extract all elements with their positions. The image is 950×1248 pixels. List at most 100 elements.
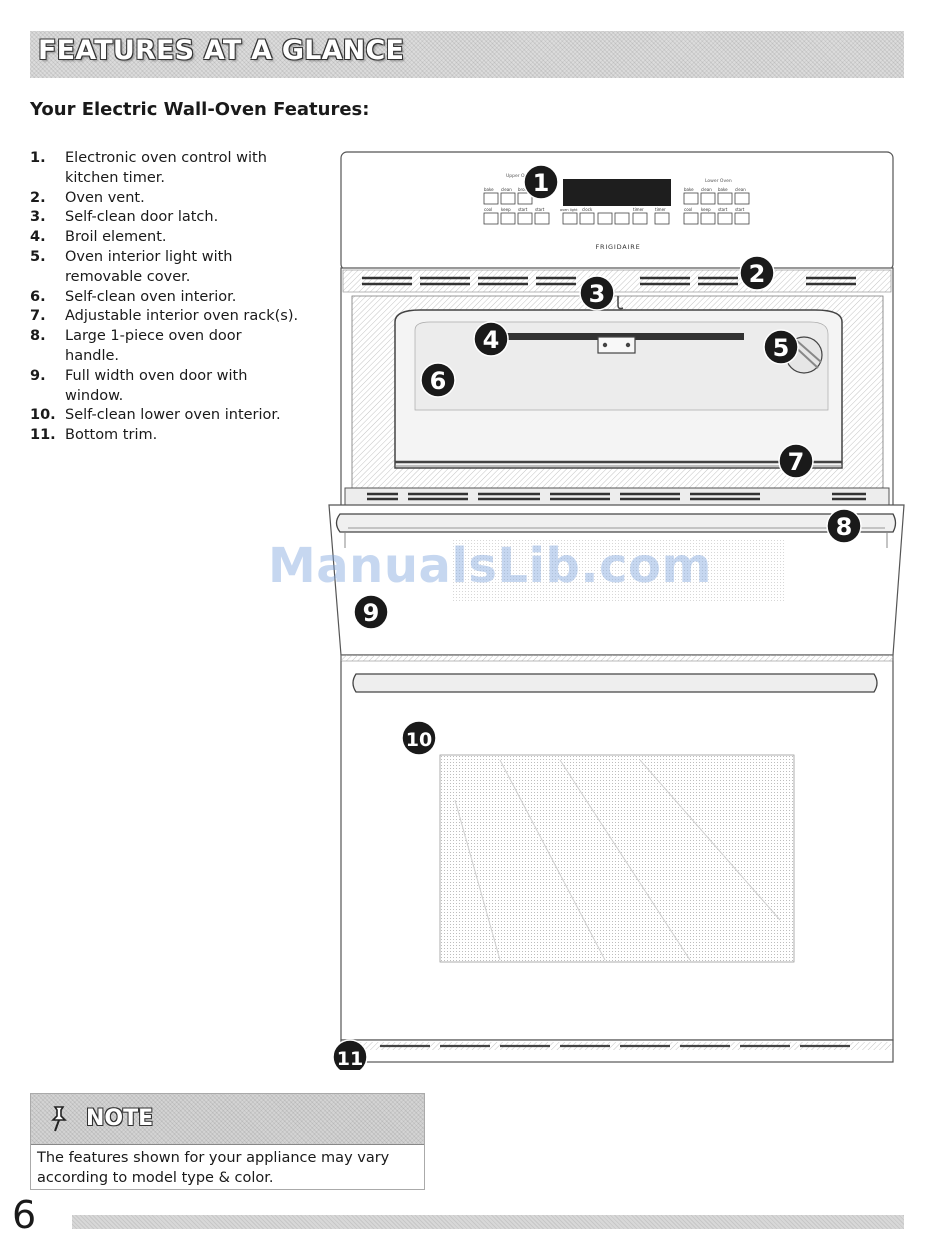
lower-oven-window xyxy=(439,754,795,963)
key-label-cool-lower: cool xyxy=(684,207,692,212)
feature-item-6: 6. Self-clean oven interior. xyxy=(30,288,300,308)
left-keypad: bake clean broil cool keep start start xyxy=(483,187,550,225)
lower-oven-label: Lower Oven xyxy=(705,178,732,184)
key-start-lower xyxy=(717,212,733,225)
callout-label: 10 xyxy=(406,729,432,751)
key-label-bake: bake xyxy=(484,187,494,192)
feature-item-11: 11. Bottom trim. xyxy=(30,426,300,446)
callout-label: 8 xyxy=(836,513,853,541)
oven-vent xyxy=(342,269,892,293)
oven-diagram: Upper Oven Lower Oven bake clean broil c… xyxy=(328,151,905,1070)
key-label-cool: cool xyxy=(484,207,492,212)
feature-number: 8. xyxy=(30,328,46,345)
key-keep xyxy=(500,212,516,225)
feature-item-1: 1.Electronic oven control with kitchen t… xyxy=(30,149,300,189)
feature-number: 11. xyxy=(30,427,56,444)
footer-bar xyxy=(72,1215,904,1229)
key-down xyxy=(614,212,630,225)
callout-8: 8 xyxy=(826,508,862,544)
callout-5: 5 xyxy=(763,329,799,365)
feature-text: Full width oven door with window. xyxy=(65,367,248,404)
right-keypad: bake clean bake clean cool keep start st… xyxy=(683,187,750,225)
key-label-clean-lower: clean xyxy=(701,187,712,192)
oven-door-handle xyxy=(335,513,897,548)
key-cool xyxy=(483,212,499,225)
feature-item-3: 3. Self-clean door latch. xyxy=(30,208,300,228)
feature-number: 9. xyxy=(30,367,46,384)
key-label-keep-lower: keep xyxy=(701,207,711,212)
feature-number: 3. xyxy=(30,209,46,226)
key-label-clock: clock xyxy=(582,207,593,212)
door-latch-bracket xyxy=(597,296,636,354)
callout-label: 1 xyxy=(533,169,550,197)
upper-oven-label: Upper Oven xyxy=(506,173,533,179)
key-clean-lower-2 xyxy=(734,192,750,205)
feature-text: Bottom trim. xyxy=(65,427,158,444)
key-broil xyxy=(517,192,533,205)
callout-4: 4 xyxy=(473,321,509,357)
feature-item-10: 10. Self-clean lower oven interior. xyxy=(30,406,300,426)
feature-text: Electronic oven control with kitchen tim… xyxy=(65,150,267,186)
callout-2: 2 xyxy=(739,255,775,291)
key-label-start-lower-2: start xyxy=(735,207,745,212)
key-label-start: start xyxy=(518,207,528,212)
feature-number: 10. xyxy=(30,407,56,424)
callout-7: 7 xyxy=(778,443,814,479)
section-heading: Your Electric Wall-Oven Features: xyxy=(30,99,370,120)
feature-text: Large 1-piece oven door handle. xyxy=(65,328,242,364)
feature-text: Broil element. xyxy=(65,229,167,246)
key-oven-light xyxy=(562,212,578,225)
callout-label: 5 xyxy=(773,334,790,362)
feature-text: Self-clean oven interior. xyxy=(65,288,237,305)
lower-oven-handle xyxy=(352,673,878,693)
key-label-timer-2: timer xyxy=(655,207,666,212)
feature-item-7: 7.Adjustable interior oven rack(s). xyxy=(30,307,300,327)
key-label-keep: keep xyxy=(501,207,511,212)
key-label-oven-light: oven light xyxy=(560,208,578,212)
upper-door-top xyxy=(344,487,890,506)
callout-label: 2 xyxy=(749,260,766,288)
note-text: The features shown for your appliance ma… xyxy=(37,1150,390,1186)
feature-text: Oven vent. xyxy=(65,189,145,206)
callout-label: 4 xyxy=(483,326,500,354)
key-label-clean-lower-2: clean xyxy=(735,187,746,192)
key-label-start-2: start xyxy=(535,207,545,212)
feature-text: Self-clean lower oven interior. xyxy=(65,407,281,424)
feature-list: 1.Electronic oven control with kitchen t… xyxy=(30,149,300,446)
feature-text: Self-clean door latch. xyxy=(65,209,219,226)
feature-number: 6. xyxy=(30,288,46,305)
key-start-lower-2 xyxy=(734,212,750,225)
key-label-clean: clean xyxy=(501,187,512,192)
center-keypad: oven light clock timer timer xyxy=(560,207,670,225)
key-label-broil: broil xyxy=(518,187,527,192)
control-panel: Upper Oven Lower Oven bake clean broil c… xyxy=(340,151,894,271)
upper-door-window-shadow xyxy=(452,540,786,602)
callout-label: 3 xyxy=(589,280,606,308)
callout-1: 1 xyxy=(523,164,559,200)
feature-number: 5. xyxy=(30,248,46,265)
callout-label: 6 xyxy=(430,367,447,395)
key-clean-lower xyxy=(700,192,716,205)
note-title: NOTE xyxy=(86,1106,154,1131)
vent-slots xyxy=(362,276,856,286)
brand-logo: FRIGIDAIRE xyxy=(595,243,640,251)
callout-11: 11 xyxy=(332,1039,368,1070)
oven-rack xyxy=(395,460,842,467)
key-label-timer: timer xyxy=(633,207,644,212)
key-clock xyxy=(579,212,595,225)
callout-3: 3 xyxy=(579,275,615,311)
watermark: ManualsLib.com xyxy=(268,538,712,594)
pushpin-icon xyxy=(51,1106,67,1132)
key-label-bake-lower-2: bake xyxy=(718,187,728,192)
feature-number: 4. xyxy=(30,229,46,246)
feature-item-2: 2.Oven vent. xyxy=(30,189,300,209)
key-label-start-lower: start xyxy=(718,207,728,212)
callout-label: 7 xyxy=(788,448,805,476)
key-up xyxy=(597,212,613,225)
note-box: NOTE The features shown for your applian… xyxy=(30,1093,425,1190)
key-keep-lower xyxy=(700,212,716,225)
page-title: FEATURES AT A GLANCE xyxy=(38,35,405,66)
key-timer-2 xyxy=(654,212,670,225)
feature-item-8: 8. Large 1-piece oven door handle. xyxy=(30,327,300,367)
key-timer xyxy=(632,212,648,225)
